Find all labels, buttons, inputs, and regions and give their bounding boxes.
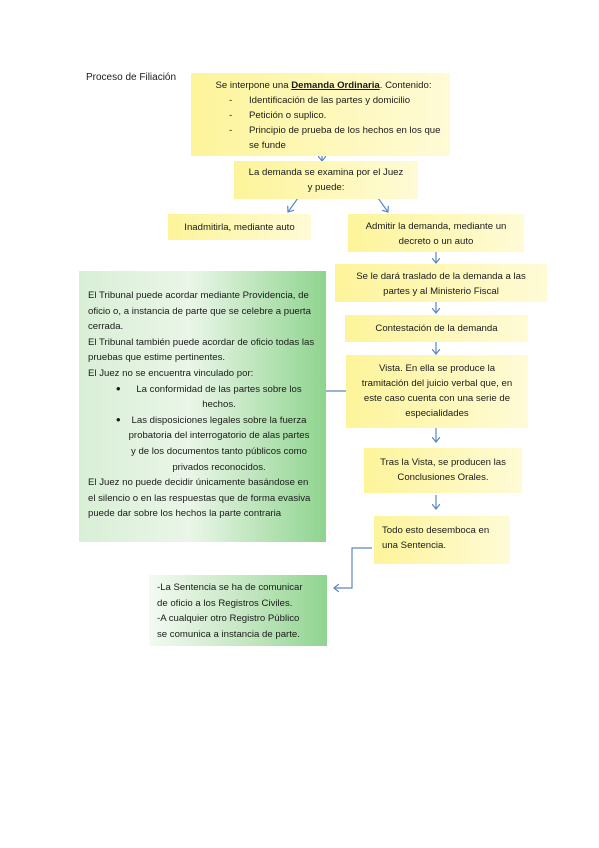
- tribunal-bullets: La conformidad de las partes sobre los h…: [88, 381, 318, 476]
- answer-box: Contestación de la demanda: [345, 315, 528, 342]
- demand-item: Identificación de las partes y domicilio: [205, 93, 442, 108]
- examine-line: La demanda se examina por el Juez: [248, 167, 404, 178]
- hearing-line: especialidades: [405, 408, 469, 419]
- tribunal-notes-box: El Tribunal puede acordar mediante Provi…: [79, 271, 326, 542]
- transfer-line: partes y al Ministerio Fiscal: [383, 286, 499, 297]
- tribunal-paragraph: El Juez no puede decidir únicamente basá…: [88, 477, 311, 520]
- demand-item: Principio de prueba de los hechos en los…: [205, 123, 442, 153]
- tribunal-paragraph: El Tribunal puede acordar mediante Provi…: [88, 290, 311, 333]
- communication-box: -La Sentencia se ha de comunicar de ofic…: [149, 575, 327, 646]
- tribunal-paragraph: El Tribunal también puede acordar de ofi…: [88, 336, 315, 364]
- admit-line: decreto o un auto: [398, 236, 474, 247]
- communication-line: se comunica a instancia de parte.: [157, 628, 300, 640]
- hearing-line: Vista. En ella se produce la: [378, 363, 496, 374]
- conclusions-line: Conclusiones Orales.: [397, 472, 489, 483]
- examine-line: y puede:: [307, 182, 345, 193]
- demand-emphasis: Demanda Ordinaria: [291, 80, 380, 91]
- examine-box: La demanda se examina por el Juez y pued…: [234, 161, 418, 199]
- tribunal-bullet: La conformidad de las partes sobre los h…: [88, 381, 318, 413]
- transfer-box: Se le dará traslado de la demanda a las …: [335, 264, 547, 302]
- communication-line: -La Sentencia se ha de comunicar: [157, 582, 303, 593]
- demand-item: Petición o suplico.: [205, 108, 442, 123]
- inadmit-box: Inadmitirla, mediante auto: [168, 214, 311, 240]
- sentence-line: una Sentencia.: [382, 540, 447, 551]
- demand-prefix: Se interpone una: [215, 80, 292, 91]
- tribunal-bullet: Las disposiciones legales sobre la fuerz…: [88, 412, 318, 475]
- arrow-box2-box4: [377, 197, 388, 212]
- sentence-line: Todo esto desemboca en: [382, 525, 490, 536]
- hearing-line: tramitación del juicio verbal que, en: [361, 378, 513, 389]
- answer-text: Contestación de la demanda: [375, 323, 498, 334]
- demand-box: Se interpone una Demanda Ordinaria. Cont…: [191, 73, 450, 156]
- sentence-box: Todo esto desemboca en una Sentencia.: [374, 516, 510, 564]
- brace-sentencia: [334, 547, 372, 588]
- tribunal-paragraph: El Juez no se encuentra vinculado por:: [88, 367, 254, 379]
- admit-line: Admitir la demanda, mediante un: [365, 221, 507, 232]
- page-title: Proceso de Filiación: [86, 72, 177, 83]
- hearing-box: Vista. En ella se produce la tramitación…: [346, 355, 528, 428]
- demand-list: Identificación de las partes y domicilio…: [205, 93, 442, 153]
- transfer-line: Se le dará traslado de la demanda a las: [356, 271, 526, 282]
- communication-line: de oficio a los Registros Civiles.: [157, 597, 293, 609]
- demand-suffix: . Contenido:: [379, 80, 432, 91]
- conclusions-box: Tras la Vista, se producen las Conclusio…: [364, 448, 522, 493]
- arrow-box2-box3: [288, 197, 299, 212]
- admit-box: Admitir la demanda, mediante un decreto …: [348, 214, 524, 252]
- communication-line: -A cualquier otro Registro Público: [157, 613, 300, 625]
- inadmit-text: Inadmitirla, mediante auto: [184, 222, 295, 233]
- conclusions-line: Tras la Vista, se producen las: [380, 457, 506, 468]
- hearing-line: este caso cuenta con una serie de: [363, 393, 511, 404]
